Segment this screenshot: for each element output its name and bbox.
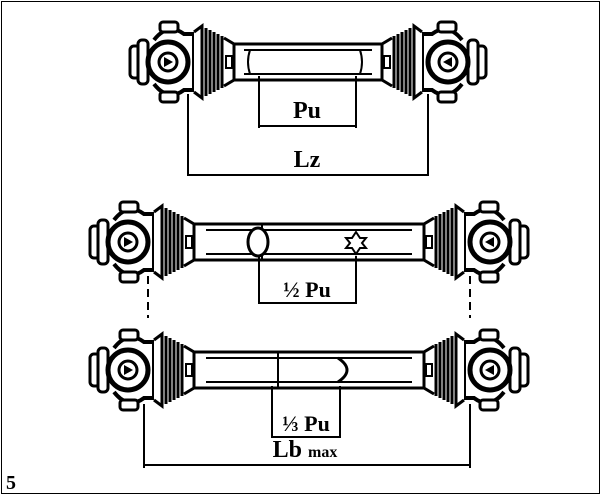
shaft-max-extended: ⅓ Pu Lb max: [90, 330, 528, 468]
joint-left: [90, 202, 194, 282]
joint-right: [424, 330, 528, 410]
label-lb: Lb: [273, 437, 302, 463]
label-third-pu: ⅓ Pu: [282, 411, 330, 436]
joint-left: [130, 22, 234, 102]
shaft-closed: Pu Lz: [130, 22, 486, 176]
shaft-half-extended: ½ Pu: [90, 202, 528, 318]
label-pu: Pu: [293, 98, 321, 124]
joint-left: [90, 330, 194, 410]
lemon-profile-icon: [246, 226, 270, 258]
label-half-pu: ½ Pu: [283, 277, 331, 302]
figure-number: 5: [6, 472, 16, 494]
label-lz: Lz: [294, 147, 321, 173]
joint-right: [424, 202, 528, 282]
tube-end-icon: [337, 356, 349, 384]
label-lb-max: max: [308, 444, 337, 461]
star-profile-icon: [343, 230, 369, 256]
joint-right: [382, 22, 486, 102]
